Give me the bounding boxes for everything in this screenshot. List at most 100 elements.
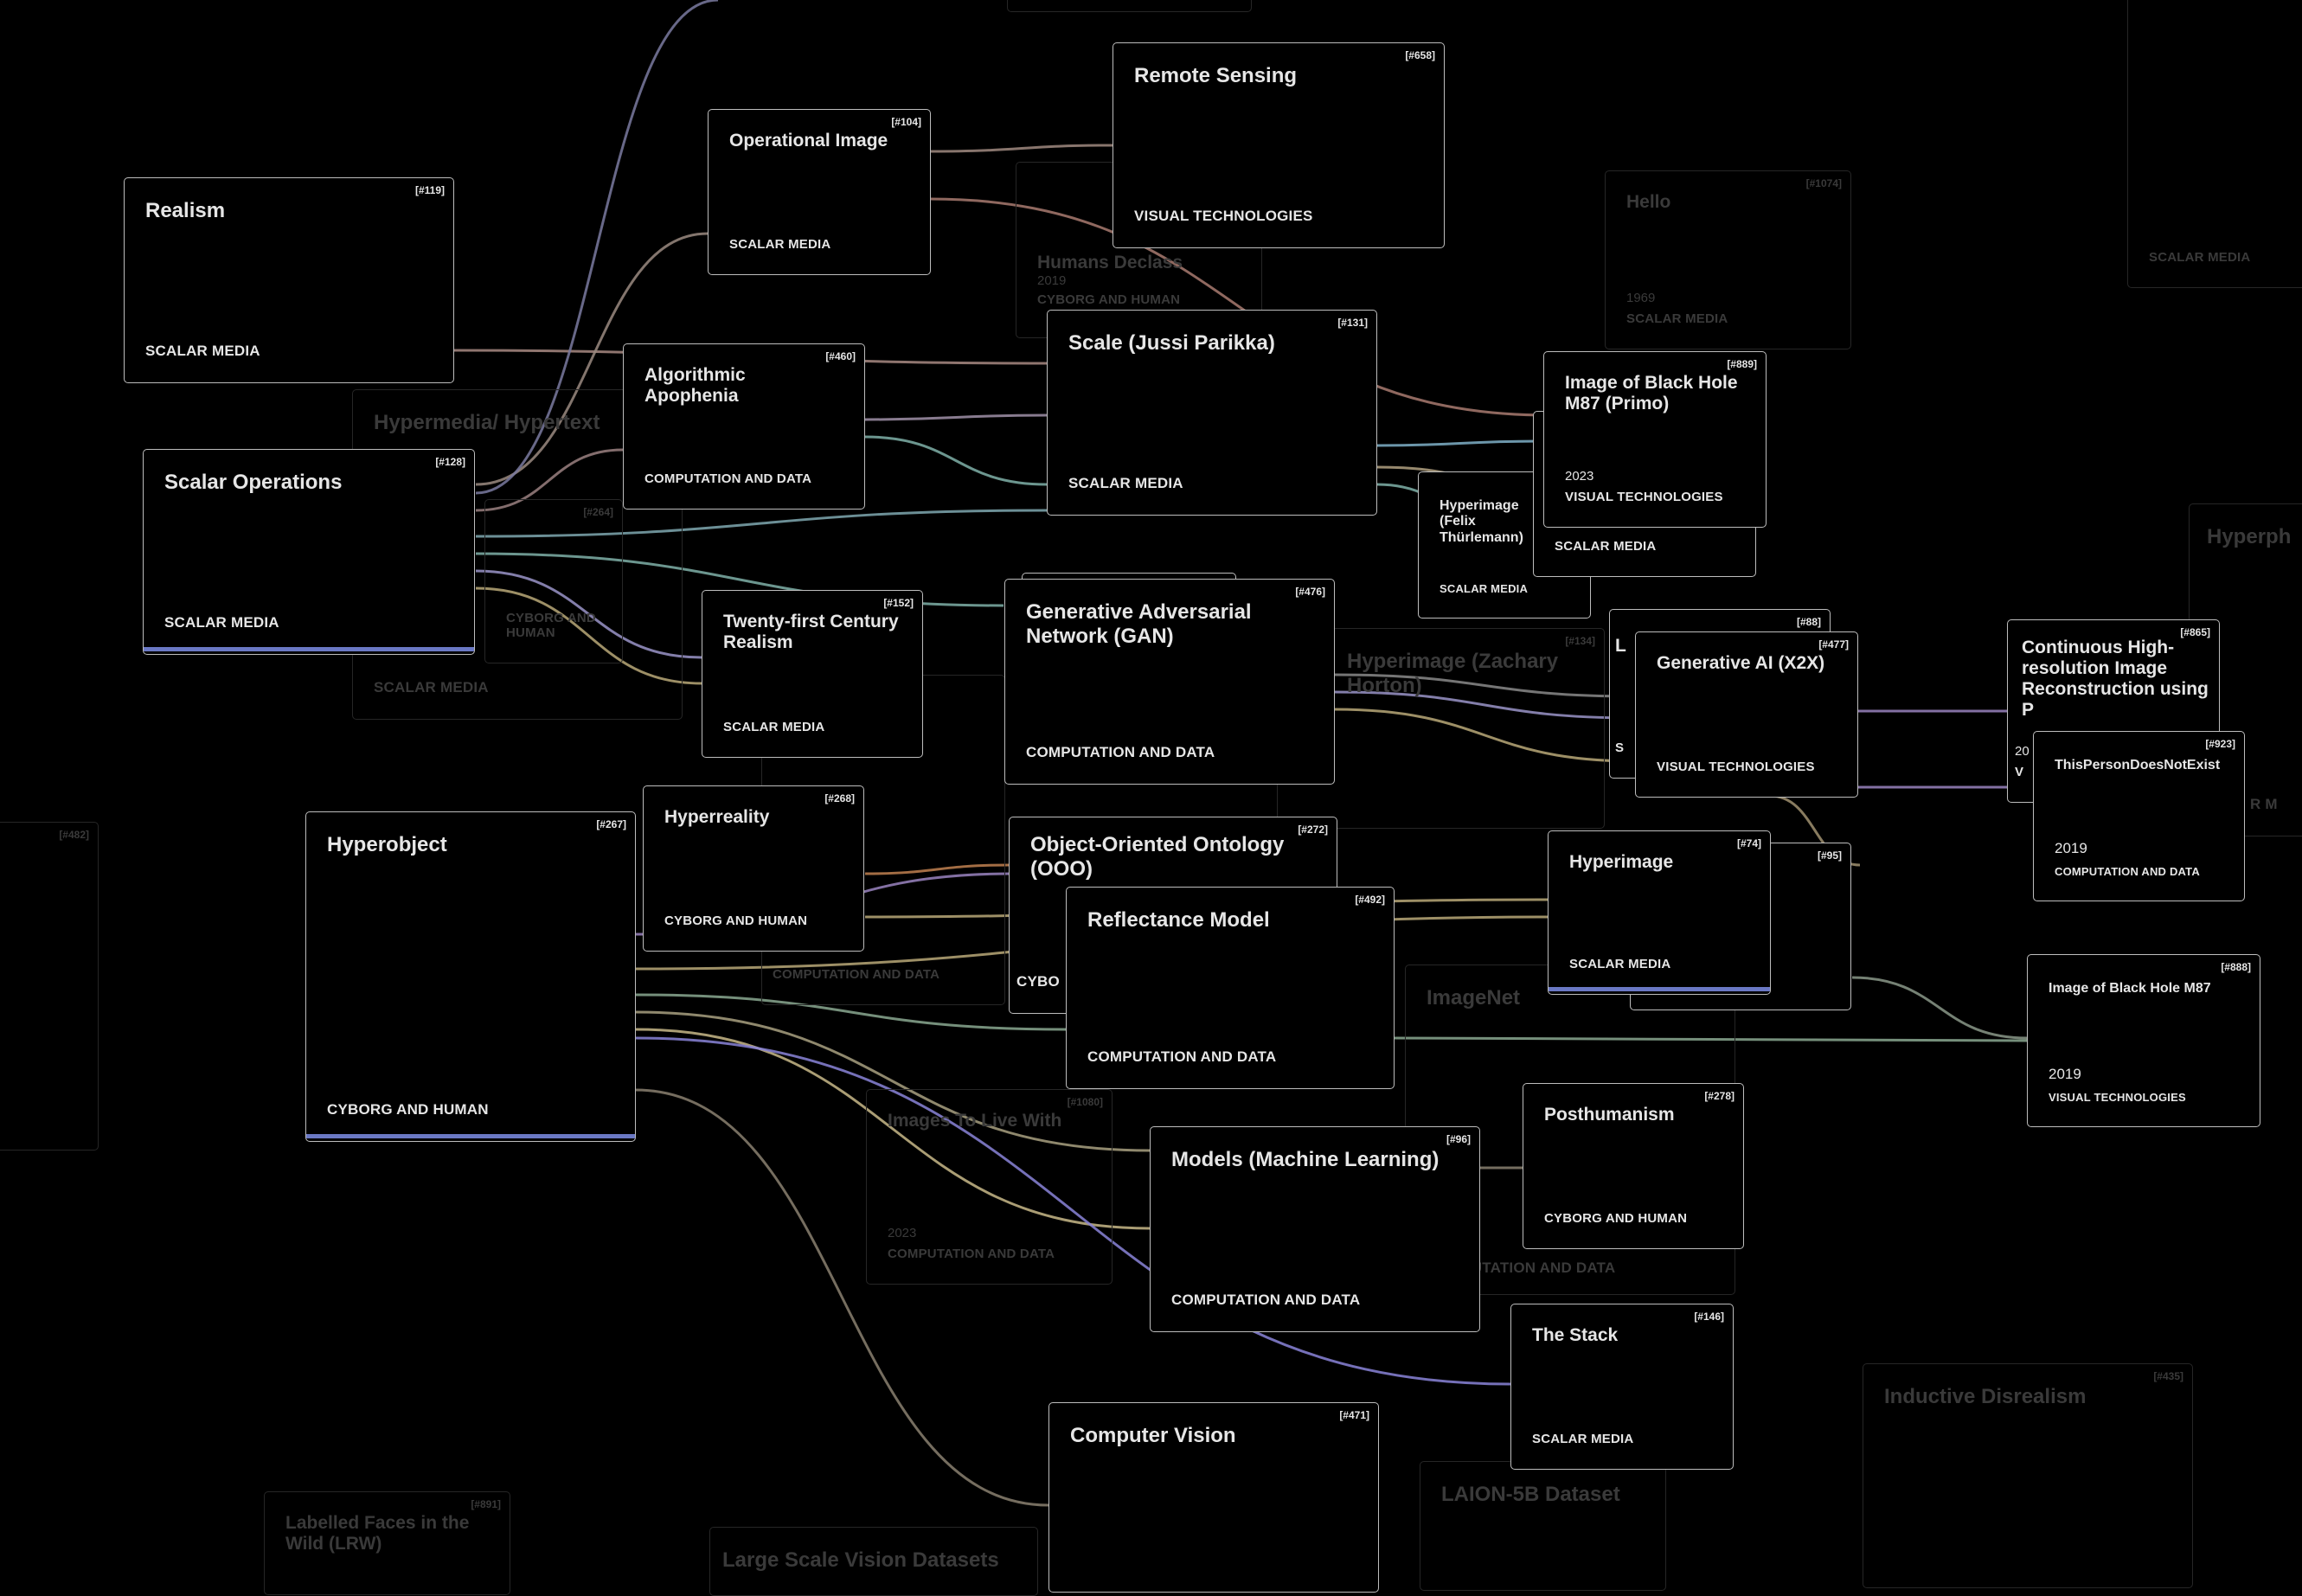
connection-edge xyxy=(635,1010,1151,1152)
node-title: Humans Declass xyxy=(1037,253,1183,272)
node-title: The Stack xyxy=(1532,1325,1619,1345)
node-card[interactable]: [#889] Image of Black Hole M87 (Primo) 202… xyxy=(1543,351,1767,528)
node-card[interactable]: [#476]Generative Adversarial Network (GA… xyxy=(1004,579,1335,785)
node-title: Hyperobject xyxy=(327,833,447,856)
node-card[interactable]: [#131]Scale (Jussi Parikka)SCALAR MEDIA xyxy=(1047,310,1377,516)
node-id: [#268] xyxy=(824,792,855,804)
node-title: Twenty-first Century Realism xyxy=(723,612,899,653)
node-title: Hyperimage (Felix Thürlemann) xyxy=(1440,498,1523,545)
node-card[interactable]: SCALAR MEDIA xyxy=(2127,0,2302,288)
node-id: [#1080] xyxy=(1067,1096,1103,1108)
node-id: [#104] xyxy=(891,116,921,128)
node-category: SCALAR MEDIA xyxy=(1626,311,1728,326)
node-title: Image of Black Hole M87 (Primo) xyxy=(1565,373,1738,414)
node-category: CYBORG AND HUMAN xyxy=(506,611,596,640)
node-title: Hypermedia/ Hypertext xyxy=(374,411,600,434)
node-category: COMPUTATION AND DATA xyxy=(644,471,812,486)
node-title: Reflectance Model xyxy=(1087,908,1270,932)
selected-indicator-bar xyxy=(306,1134,635,1138)
node-year: 2019 xyxy=(2055,840,2087,856)
connection-edge xyxy=(864,413,1048,421)
node-id: [#131] xyxy=(1337,317,1368,329)
connection-edge xyxy=(930,144,1113,153)
node-id: [#1074] xyxy=(1805,177,1842,189)
node-category: SCALAR MEDIA xyxy=(1569,957,1671,971)
node-id: [#96] xyxy=(1446,1133,1471,1145)
node-id: [#477] xyxy=(1818,638,1849,651)
node-card[interactable]: [#482] xyxy=(0,822,99,1151)
node-card[interactable]: [#471] Computer Vision xyxy=(1048,1402,1379,1593)
node-category: SCALAR MEDIA xyxy=(723,720,825,734)
node-title: Generative AI (X2X) xyxy=(1657,653,1825,673)
node-year: 2023 xyxy=(888,1226,917,1240)
node-category: COMPUTATION AND DATA xyxy=(888,1247,1055,1261)
node-card[interactable]: [#477]Generative AI (X2X)VISUAL TECHNOLO… xyxy=(1635,631,1858,798)
node-category: SCALAR MEDIA xyxy=(145,343,260,359)
node-category: CYBORG AND HUMAN xyxy=(1544,1211,1688,1226)
node-card[interactable]: [#891]Labelled Faces in the Wild (LRW) xyxy=(264,1491,510,1595)
selected-indicator-bar xyxy=(1549,987,1770,991)
connection-edge xyxy=(864,435,1048,486)
connection-edge xyxy=(635,993,1067,1031)
node-title: Hyperreality xyxy=(664,807,770,827)
node-id: [#74] xyxy=(1736,837,1761,849)
node-id: [#460] xyxy=(825,350,856,362)
node-category: S xyxy=(1615,740,1625,755)
node-category: CYBO xyxy=(1016,973,1060,990)
node-year: 2023 xyxy=(1565,469,1594,484)
node-category: COMPUTATION AND DATA xyxy=(773,967,940,982)
node-category: COMPUTATION AND DATA xyxy=(1171,1292,1361,1308)
node-title: Generative Adversarial Network (GAN) xyxy=(1026,600,1252,648)
node-id: [#482] xyxy=(59,829,89,841)
node-id: [#471] xyxy=(1339,1409,1369,1421)
node-year: 2019 xyxy=(1037,273,1067,288)
node-category: CYBORG AND HUMAN xyxy=(1037,292,1181,307)
node-title: Large Scale Vision Datasets xyxy=(722,1548,999,1572)
node-title: Inductive Disrealism xyxy=(1884,1385,2087,1408)
connection-edge xyxy=(635,1088,1049,1507)
node-title: Hyperimage (Zachary Horton) xyxy=(1347,650,1559,697)
node-title: Images To Live With xyxy=(888,1111,1062,1131)
node-id: [#264] xyxy=(583,506,613,518)
connection-edge xyxy=(635,1028,1151,1230)
node-category: VISUAL TECHNOLOGIES xyxy=(2049,1091,2186,1104)
node-title: Remote Sensing xyxy=(1134,64,1298,87)
node-card[interactable]: LAION-5B Dataset xyxy=(1420,1461,1666,1591)
node-card[interactable]: Large Scale Vision Datasets xyxy=(709,1527,1038,1596)
node-category: SCALAR MEDIA xyxy=(1555,539,1657,554)
node-category: VISUAL TECHNOLOGIES xyxy=(1565,490,1723,504)
node-id: [#891] xyxy=(471,1498,501,1510)
node-category: CYBORG AND HUMAN xyxy=(327,1101,489,1118)
connection-edge xyxy=(475,586,702,685)
connection-edge xyxy=(930,197,1549,417)
node-id: [#267] xyxy=(596,818,626,830)
node-title: Computer Vision xyxy=(1070,1424,1236,1447)
node-category: V xyxy=(2015,765,2024,779)
node-card[interactable]: [#134]Hyperimage (Zachary Horton) xyxy=(1277,628,1605,829)
node-id: [#865] xyxy=(2180,626,2210,638)
node-id: [#889] xyxy=(1727,358,1757,370)
node-card[interactable]: [#96]Models (Machine Learning)COMPUTATIO… xyxy=(1150,1126,1480,1332)
node-card[interactable]: [#264] CYBORG AND HUMAN xyxy=(484,499,623,663)
node-category: SCALAR MEDIA xyxy=(1068,475,1183,491)
connection-edge xyxy=(475,0,719,495)
node-card[interactable] xyxy=(1007,0,1252,12)
node-card[interactable]: [#435]Inductive Disrealism xyxy=(1863,1363,2193,1588)
